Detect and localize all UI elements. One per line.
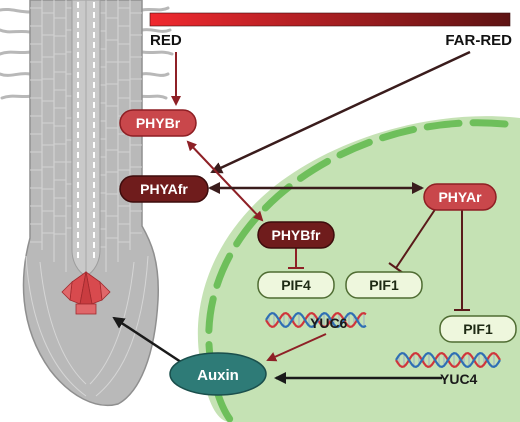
phybr-label: PHYBr: [136, 115, 181, 131]
inhibition-phyar-pif1-right: [454, 208, 470, 311]
pif4-node: PIF4: [257, 271, 335, 299]
pif1-left-label: PIF1: [369, 277, 399, 293]
pif1-left-node: PIF1: [345, 271, 423, 299]
phyar-label: PHYAr: [438, 189, 482, 205]
auxin-node: Auxin: [169, 352, 267, 396]
phybfr-label: PHYBfr: [271, 227, 321, 243]
root-illustration: [0, 0, 174, 407]
far-red-light-label: FAR-RED: [445, 32, 512, 49]
red-light-label: RED: [150, 32, 182, 49]
arrow-phybr-phybfr: [186, 140, 264, 222]
arrow-yuc6-to-auxin: [266, 333, 327, 362]
root-hairs: [0, 6, 174, 100]
pif1-right-label: PIF1: [463, 321, 493, 337]
yuc6-label: YUC6: [310, 315, 348, 331]
pif4-label: PIF4: [281, 277, 311, 293]
quiescent-center: [61, 271, 111, 315]
phyafr-node: PHYAfr: [119, 175, 209, 203]
phybr-node: PHYBr: [119, 109, 197, 137]
light-gradient-bar: [149, 12, 511, 27]
arrow-auxin-to-root: [112, 316, 185, 366]
yuc4-label: YUC4: [440, 371, 478, 387]
phybfr-node: PHYBfr: [257, 221, 335, 249]
phyar-node: PHYAr: [423, 183, 497, 211]
inhibition-phybfr-pif4: [288, 246, 304, 269]
dna-yuc4: [395, 351, 501, 369]
phyafr-label: PHYAfr: [140, 181, 188, 197]
auxin-label: Auxin: [197, 367, 239, 384]
dna-yuc6: [265, 311, 367, 329]
pif1-right-node: PIF1: [439, 315, 517, 343]
